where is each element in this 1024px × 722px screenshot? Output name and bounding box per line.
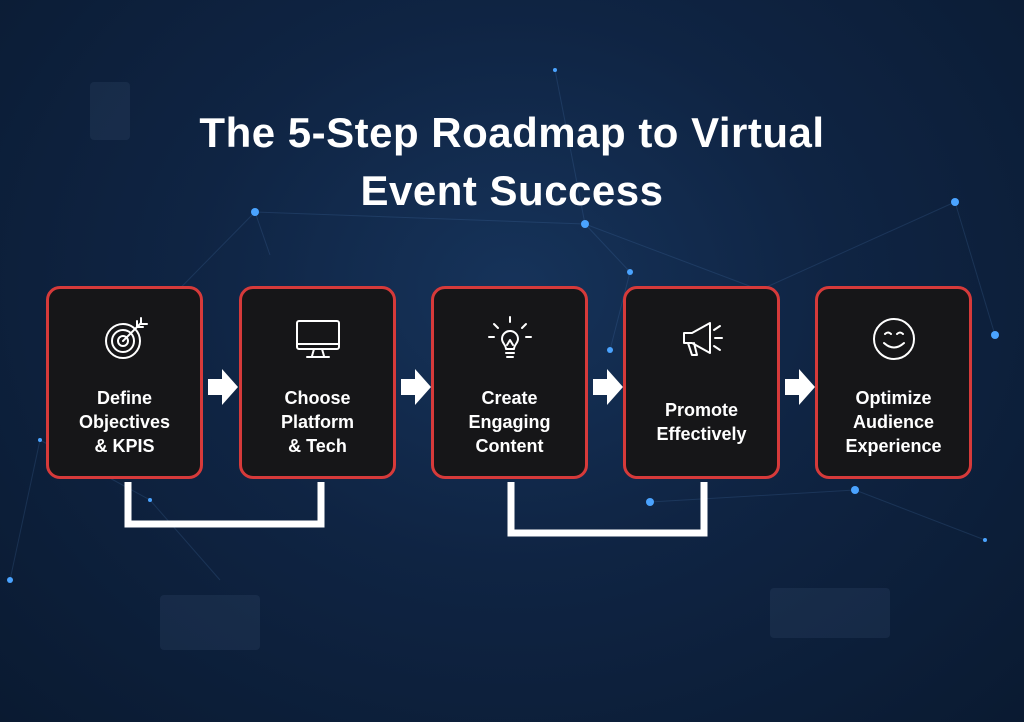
step-5-label: Optimize Audience Experience [845,388,942,456]
step-4-label: Promote Effectively [656,400,747,444]
megaphone-icon [682,322,723,356]
lightbulb-icon [487,316,532,358]
step-3-label: Create Engaging Content [468,388,551,456]
target-icon [104,317,148,359]
arrow-right-icon [401,369,431,405]
step-3-card: Create Engaging Content [431,286,588,479]
step-5-card: Optimize Audience Experience [815,286,972,479]
smiley-icon [872,318,915,360]
arrow-right-icon [593,369,623,405]
step-2-card: Choose Platform & Tech [239,286,396,479]
step-4-card: Promote Effectively [623,286,780,479]
background-panel [770,588,890,638]
step-1-card: Define Objectives & KPIS [46,286,203,479]
background-panel [90,82,130,140]
step-2-label: Choose Platform & Tech [280,388,354,456]
arrow-right-icon [785,369,815,405]
monitor-icon [295,320,340,358]
background-panel [160,595,260,650]
page-title: The 5-Step Roadmap to Virtual Event Succ… [112,104,912,220]
arrow-right-icon [208,369,238,405]
title-line-2: Event Success [360,167,664,214]
title-line-1: The 5-Step Roadmap to Virtual [199,109,825,156]
step-1-label: Define Objectives & KPIS [78,388,171,456]
